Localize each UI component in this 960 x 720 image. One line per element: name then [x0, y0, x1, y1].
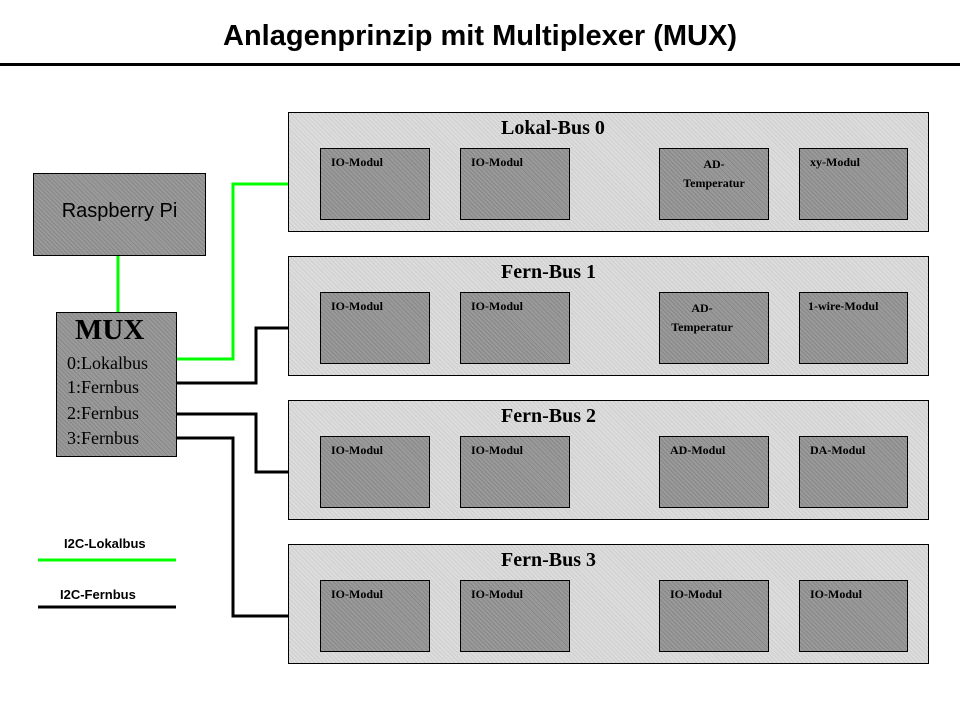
module-label: IO-Modul: [331, 299, 384, 313]
module-label: IO-Modul: [331, 587, 384, 601]
module-label: AD- Temperatur: [683, 157, 745, 190]
legend-fernbus-label: I2C-Fernbus: [60, 587, 136, 602]
bus3-module-2: IO-Modul: [460, 580, 570, 652]
bus1-module-3: AD- Temperatur: [659, 292, 769, 364]
bus3-module-1: IO-Modul: [320, 580, 430, 652]
mux-title: MUX: [75, 314, 145, 346]
bus-title: Fern-Bus 3: [501, 549, 596, 571]
module-label: AD- Temperatur: [671, 301, 733, 334]
mux-port-0: 0:Lokalbus: [67, 353, 148, 373]
module-label: DA-Modul: [810, 443, 866, 457]
module-label: IO-Modul: [471, 299, 524, 313]
module-label: AD-Modul: [670, 443, 726, 457]
page-title: Anlagenprinzip mit Multiplexer (MUX): [223, 20, 737, 52]
mux-box: MUX 0:Lokalbus 1:Fernbus 2:Fernbus 3:Fer…: [56, 312, 177, 457]
module-label: IO-Modul: [471, 587, 524, 601]
raspberry-pi-box: Raspberry Pi: [33, 173, 206, 256]
bus2-module-1: IO-Modul: [320, 436, 430, 508]
bus-title: Fern-Bus 1: [501, 261, 596, 283]
bus1-module-1: IO-Modul: [320, 292, 430, 364]
bus0-module-4: xy-Modul: [799, 148, 908, 220]
bus2-module-2: IO-Modul: [460, 436, 570, 508]
module-label: 1-wire-Modul: [808, 299, 879, 313]
wire-port3-fernbus3: [177, 436, 320, 618]
bus0-module-3: AD- Temperatur: [659, 148, 769, 220]
module-label: IO-Modul: [331, 155, 384, 169]
legend-lokalbus-label: I2C-Lokalbus: [64, 536, 146, 551]
bus3-module-3: IO-Modul: [659, 580, 769, 652]
mux-port-1: 1:Fernbus: [67, 377, 139, 397]
module-label: IO-Modul: [471, 443, 524, 457]
bus-title: Fern-Bus 2: [501, 405, 596, 427]
module-label: IO-Modul: [810, 587, 863, 601]
bus3-module-4: IO-Modul: [799, 580, 908, 652]
bus0-module-1: IO-Modul: [320, 148, 430, 220]
mux-port-3: 3:Fernbus: [67, 428, 139, 448]
bus2-module-3: AD-Modul: [659, 436, 769, 508]
bus1-module-2: IO-Modul: [460, 292, 570, 364]
module-label: IO-Modul: [471, 155, 524, 169]
module-label: IO-Modul: [331, 443, 384, 457]
bus-title: Lokal-Bus 0: [501, 117, 605, 139]
mux-port-2: 2:Fernbus: [67, 403, 139, 423]
bus1-module-4: 1-wire-Modul: [799, 292, 908, 364]
module-label: xy-Modul: [810, 155, 861, 169]
title-divider: [0, 63, 960, 66]
bus0-module-2: IO-Modul: [460, 148, 570, 220]
bus2-module-4: DA-Modul: [799, 436, 908, 508]
module-label: IO-Modul: [670, 587, 723, 601]
wire-port0-lokalbus0: [177, 182, 320, 361]
raspberry-pi-label: Raspberry Pi: [61, 200, 178, 222]
